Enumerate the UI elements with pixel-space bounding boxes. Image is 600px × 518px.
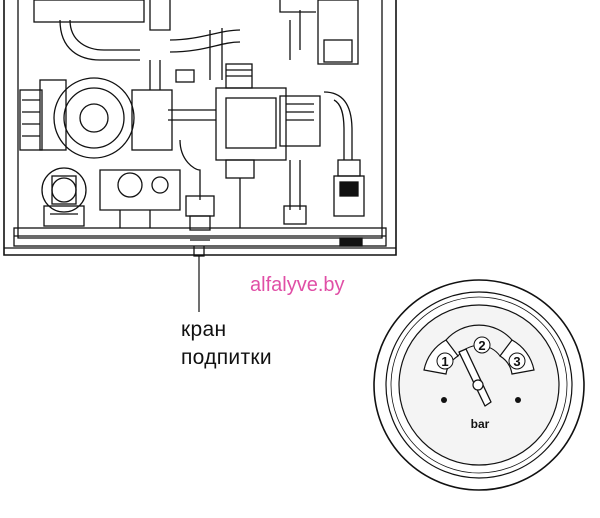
gauge-tick-3: 3 [513, 354, 520, 369]
gauge-tick-1: 1 [441, 354, 448, 369]
watermark-text: alfalyve.by [250, 274, 345, 296]
gauge-tick-2: 2 [478, 338, 485, 353]
valve-label-line2: подпитки [181, 346, 272, 369]
pressure-gauge: 1 2 3 bar [373, 279, 585, 491]
boiler-interior [3, 0, 397, 257]
gauge-unit-label: bar [471, 417, 490, 431]
valve-label-line1: кран [181, 318, 227, 341]
